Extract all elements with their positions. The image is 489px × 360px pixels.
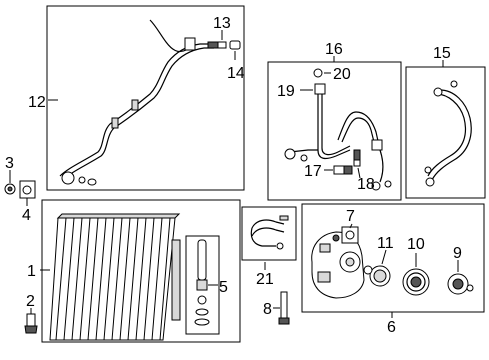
callout-1: 1 <box>27 263 36 280</box>
callout-4: 4 <box>22 207 31 224</box>
part-2-bolt: 2 <box>24 293 38 334</box>
part-5-box <box>185 235 220 335</box>
group-12-line-assembly: 12 13 14 <box>28 5 245 191</box>
part-16-hose <box>284 92 392 191</box>
part-18-valve-core <box>353 149 361 167</box>
part-3-bolt: 3 <box>4 155 16 195</box>
part-13-valve-core <box>207 41 227 49</box>
callout-18: 18 <box>357 176 375 193</box>
group-6-box <box>301 203 485 313</box>
part-20-o-ring <box>313 68 323 78</box>
part-11-coil <box>363 265 391 287</box>
callout-15: 15 <box>433 45 451 62</box>
part-1-condenser <box>49 213 181 341</box>
part-17-valve <box>333 165 353 175</box>
part-12-hose <box>59 19 214 186</box>
group-16-hose-assembly: 16 17 18 19 20 <box>267 41 402 201</box>
group-15-hose: 15 <box>405 45 486 199</box>
part-15-hose <box>424 80 472 187</box>
callout-16: 16 <box>325 41 343 58</box>
callout-20: 20 <box>333 66 351 83</box>
leader-11 <box>381 249 387 265</box>
part-4-seal: 4 <box>19 180 36 224</box>
group-21: 21 <box>241 206 297 288</box>
group-1-condenser: 1 5 <box>27 199 241 343</box>
condenser-fins <box>55 217 171 341</box>
callout-11: 11 <box>377 235 394 252</box>
group-6-compressor: 6 7 9 10 11 <box>301 203 485 336</box>
part-10-pulley <box>402 268 430 296</box>
group-1-box <box>41 199 241 343</box>
part-7-seal-kit <box>341 226 359 244</box>
callout-5: 5 <box>219 279 228 296</box>
callout-3: 3 <box>5 155 14 172</box>
part-14-cap <box>229 40 241 50</box>
callout-13: 13 <box>213 15 231 32</box>
group-15-box <box>405 66 486 199</box>
callout-17: 17 <box>304 163 322 180</box>
callout-14: 14 <box>227 65 245 82</box>
group-12-box <box>46 5 245 191</box>
callout-10: 10 <box>407 236 425 253</box>
callout-7: 7 <box>346 208 355 225</box>
callout-2: 2 <box>26 293 35 310</box>
callout-8: 8 <box>263 301 272 318</box>
leader-18 <box>357 167 361 179</box>
group-21-box <box>241 206 297 261</box>
part-8-bolt: 8 <box>263 291 290 325</box>
part-19-fitting <box>314 83 326 95</box>
leader-7 <box>349 223 353 229</box>
part-6-compressor <box>311 231 365 299</box>
callout-12: 12 <box>28 94 46 111</box>
part-9-clutch-hub <box>447 273 474 295</box>
callout-21: 21 <box>256 271 274 288</box>
callout-9: 9 <box>453 245 462 262</box>
part-5-drier <box>185 235 220 335</box>
callout-6: 6 <box>387 319 396 336</box>
part-21-tube <box>250 215 289 250</box>
callout-19: 19 <box>277 83 295 100</box>
